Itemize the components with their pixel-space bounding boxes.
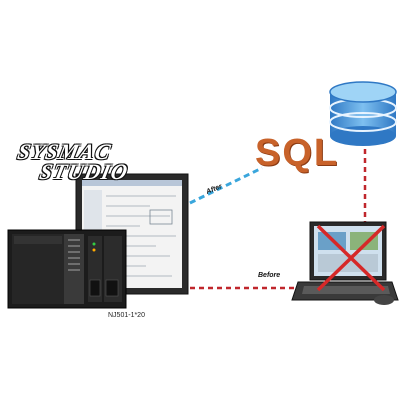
sql-label: SQL xyxy=(255,132,340,174)
sysmac-studio-logo: SYSMAC STUDIO xyxy=(15,139,131,184)
logo-line-2: STUDIO xyxy=(37,159,131,184)
after-connection-line xyxy=(117,166,263,240)
plc-caption: NJ501-1*20 xyxy=(108,312,145,319)
before-edge-label: Before xyxy=(258,272,281,279)
